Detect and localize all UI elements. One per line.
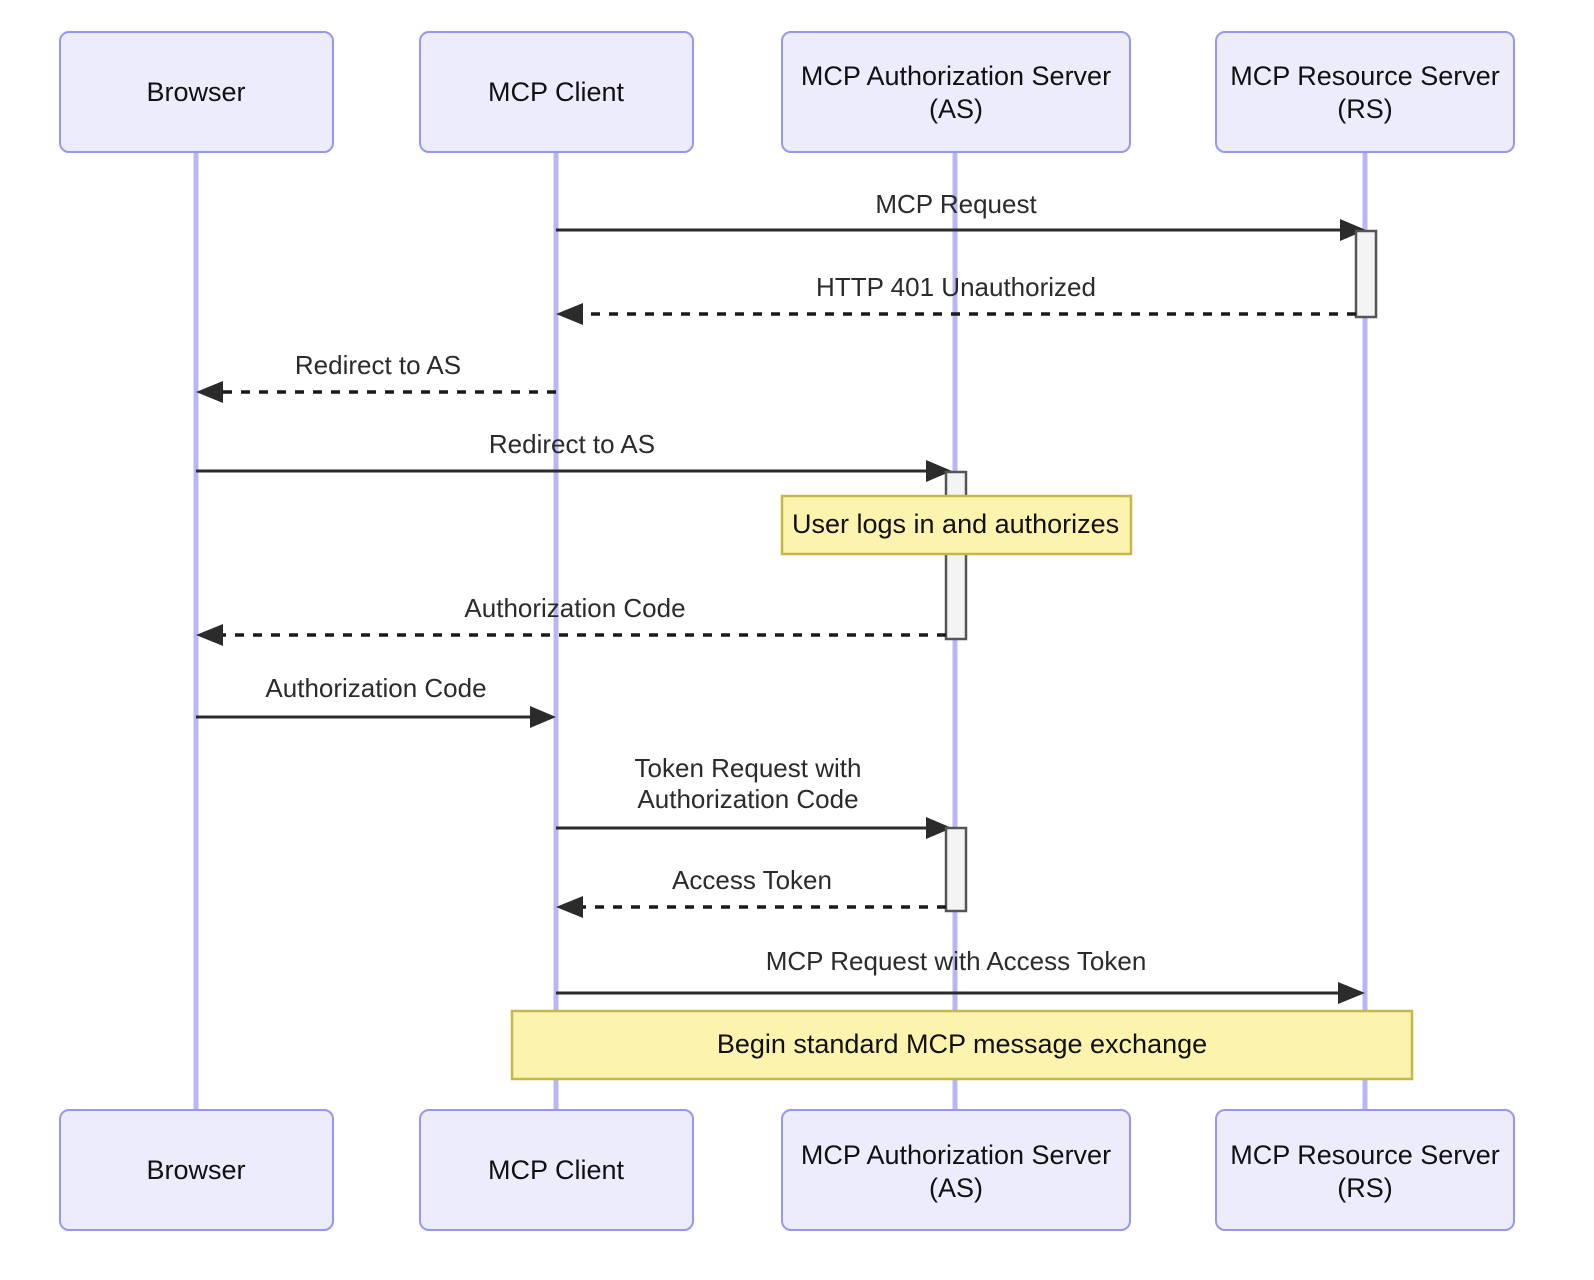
participant-box-mcp-resource-server-bottom[interactable]: MCP Resource Server (RS) [1215,1109,1515,1231]
message-label-token-request-line1: Token Request with [635,753,862,783]
participant-rect-mcp-client-top [419,31,694,153]
message-label-mcp-request: MCP Request [875,189,1037,219]
message-label-access-token: Access Token [672,865,832,895]
participant-label-browser-bottom: Browser [146,1155,245,1185]
message-token-request-with-authorization-code: Token Request with Authorization Code [556,753,952,839]
participant-rect-browser-top [59,31,334,153]
participant-label-mcp-authorization-server-top-line2: (AS) [929,94,983,124]
participant-label-browser-top: Browser [146,77,245,107]
arrowhead-right-mcp-request [1340,219,1366,241]
participant-label-mcp-resource-server-bottom-line2: (RS) [1337,1173,1393,1203]
participant-box-mcp-authorization-server-bottom[interactable]: MCP Authorization Server (AS) [781,1109,1131,1231]
message-label-redirect-to-as-client-browser: Redirect to AS [295,350,461,380]
note-rect-user-logs-in [780,494,1133,556]
arrowhead-left-redirect-to-as-client-browser [196,381,223,403]
participant-label-mcp-resource-server-top-line2: (RS) [1337,94,1393,124]
participant-label-mcp-client-top: MCP Client [488,77,625,107]
message-mcp-request: MCP Request [556,189,1366,241]
arrowhead-left-access-token [556,896,583,918]
message-mcp-request-with-access-token: MCP Request with Access Token [556,946,1365,1004]
message-label-redirect-to-as-browser-authserver: Redirect to AS [489,429,655,459]
participant-box-mcp-resource-server-top[interactable]: MCP Resource Server (RS) [1215,31,1515,153]
participant-box-mcp-client-bottom[interactable]: MCP Client [419,1109,694,1231]
participant-label-mcp-authorization-server-bottom-line2: (AS) [929,1173,983,1203]
message-redirect-to-as-browser-authserver: Redirect to AS [196,429,952,482]
activation-bar-authorization-server-token [944,826,968,913]
activation-bar-resource-server-first [1354,229,1378,319]
participant-box-browser-top[interactable]: Browser [59,31,334,153]
message-authorization-code-as-browser: Authorization Code [196,593,946,646]
message-label-authorization-code-as-browser: Authorization Code [464,593,685,623]
participant-box-browser-bottom[interactable]: Browser [59,1109,334,1231]
participant-rect-mcp-resource-server-bottom [1215,1109,1515,1231]
arrowhead-left-authorization-code-as-browser [196,624,223,646]
participant-label-mcp-authorization-server-top-line1: MCP Authorization Server [801,61,1111,91]
message-access-token: Access Token [556,865,946,918]
message-http-401-unauthorized: HTTP 401 Unauthorized [556,272,1356,325]
participant-label-mcp-client-bottom: MCP Client [488,1155,625,1185]
participant-rect-mcp-authorization-server-top [781,31,1131,153]
participants-top-group: Browser MCP Client MCP Authorization Ser… [59,31,1515,153]
message-label-mcp-request-with-access-token: MCP Request with Access Token [766,946,1147,976]
participant-rect-browser-bottom [59,1109,334,1231]
participant-rect-mcp-client-bottom [419,1109,694,1231]
participant-rect-mcp-resource-server-top [1215,31,1515,153]
participants-bottom-group: Browser MCP Client MCP Authorization Ser… [59,1109,1515,1231]
note-user-logs-in: User logs in and authorizes [780,494,1133,556]
message-redirect-to-as-client-browser: Redirect to AS [196,350,556,403]
arrowhead-right-authorization-code-browser-client [530,706,556,728]
participant-label-mcp-resource-server-bottom-line1: MCP Resource Server [1230,1140,1500,1170]
participant-label-mcp-authorization-server-bottom-line1: MCP Authorization Server [801,1140,1111,1170]
participant-label-mcp-resource-server-top-line1: MCP Resource Server [1230,61,1500,91]
message-label-http-401-unauthorized: HTTP 401 Unauthorized [816,272,1096,302]
participant-rect-mcp-authorization-server-bottom [781,1109,1131,1231]
arrowhead-left-http-401-unauthorized [556,303,583,325]
message-label-authorization-code-browser-client: Authorization Code [265,673,486,703]
participant-box-mcp-authorization-server-top[interactable]: MCP Authorization Server (AS) [781,31,1131,153]
note-text-user-logs-in: User logs in and authorizes [792,509,1119,539]
arrowhead-right-token-request-with-authorization-code [926,817,952,839]
message-authorization-code-browser-client: Authorization Code [196,673,556,728]
arrowhead-right-redirect-to-as-browser-authserver [926,460,952,482]
note-text-begin-standard-exchange: Begin standard MCP message exchange [717,1029,1207,1059]
note-begin-standard-exchange: Begin standard MCP message exchange [510,1009,1414,1081]
participant-box-mcp-client-top[interactable]: MCP Client [419,31,694,153]
note-rect-begin-standard-exchange [510,1009,1414,1081]
message-label-token-request-line2: Authorization Code [637,784,858,814]
arrowhead-right-mcp-request-with-access-token [1338,982,1365,1004]
